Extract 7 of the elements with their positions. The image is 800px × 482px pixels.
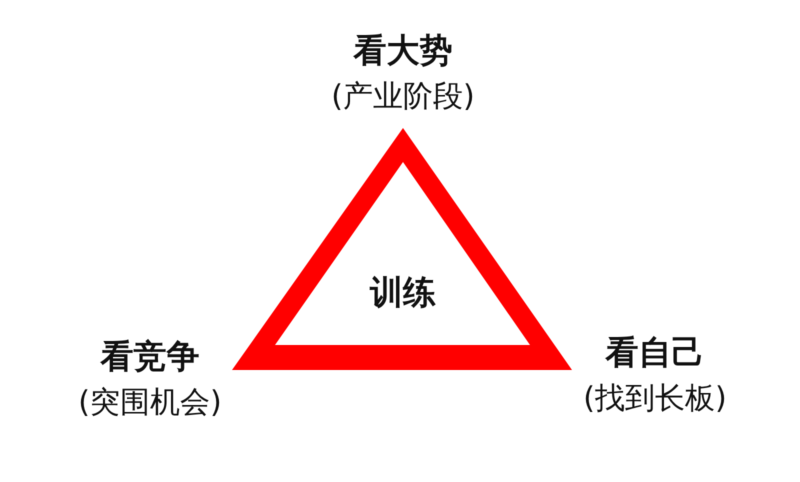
corner-heading: 看大势 <box>354 34 452 66</box>
corner-heading: 看竞争 <box>100 340 200 372</box>
corner-note: (找到长板) <box>583 384 727 414</box>
corner-heading: 看自己 <box>606 336 704 368</box>
corner-note: (突围机会) <box>78 388 222 418</box>
corner-note: (产业阶段) <box>331 82 475 112</box>
node-text: 训练 <box>370 276 436 308</box>
